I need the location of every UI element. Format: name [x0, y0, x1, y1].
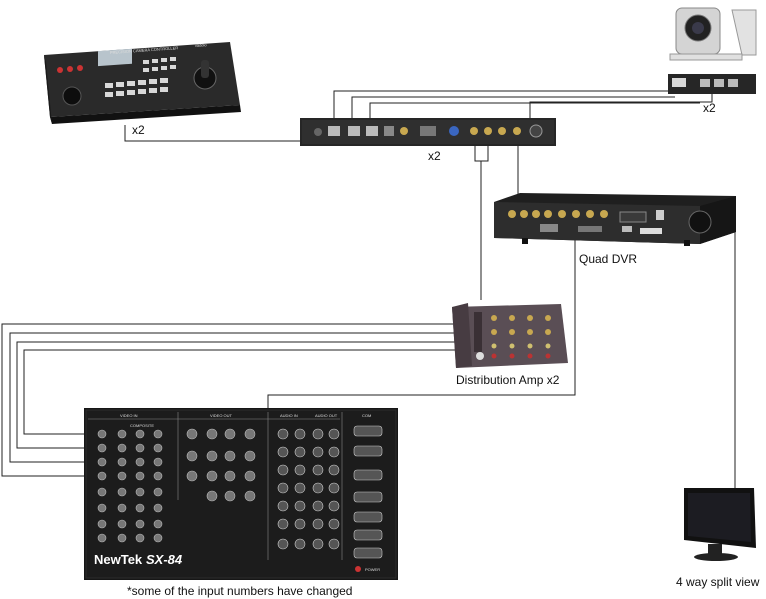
dvr-bnc-connectors [508, 210, 608, 218]
distamp-connectors [491, 315, 551, 335]
wire-dvr-switcher [267, 236, 576, 410]
video-out-connectors [186, 428, 256, 502]
footnote: *some of the input numbers have changed [127, 584, 352, 598]
camera-count: x2 [703, 101, 716, 115]
section-video-in: VIDEO IN [120, 413, 138, 418]
camera-controller: PRECISION CAMERA CONTROLLER vaddio [44, 42, 241, 124]
monitor [684, 488, 756, 561]
wire-interface-camera-2 [351, 96, 675, 118]
dvr-fan-icon [688, 210, 712, 234]
controller-brand: vaddio [195, 42, 208, 48]
section-video-out: VIDEO OUT [210, 413, 233, 418]
camera-interface [300, 118, 556, 146]
switcher-model: SX-84 [146, 552, 183, 567]
power-indicator [355, 566, 361, 572]
wire-distamp-input-1 [1, 323, 455, 477]
wire-controller-interface [124, 125, 300, 142]
distribution-amp [452, 303, 568, 368]
section-audio-out: AUDIO OUT [315, 413, 338, 418]
controller-knob [62, 86, 82, 106]
wire-distamp-input-4 [23, 349, 455, 435]
quad-dvr-label: Quad DVR [579, 252, 637, 266]
interface-count: x2 [428, 149, 441, 163]
section-composite: COMPOSITE [130, 423, 154, 428]
wire-distamp-input-3 [16, 341, 455, 449]
wire-interface-camera-1 [333, 90, 670, 118]
wire-interface-camera-4 [529, 89, 713, 118]
monitor-label: 4 way split view [676, 575, 760, 589]
section-com: COM [362, 413, 371, 418]
switcher-panel: VIDEO IN COMPOSITE VIDEO OUT AUDIO IN AU… [84, 408, 398, 580]
wire-interface-camera-3 [369, 102, 700, 118]
com-ports [353, 425, 383, 559]
controller-count: x2 [132, 123, 145, 137]
switcher-brand: NewTek [94, 552, 143, 567]
wire-dvr-monitor [705, 231, 736, 488]
controller-buttons [105, 57, 176, 97]
controller-title: PRECISION CAMERA CONTROLLER [110, 45, 179, 55]
switcher-power: POWER [365, 567, 380, 572]
quad-dvr [494, 193, 736, 246]
wire-distamp-input-2 [9, 332, 455, 463]
ptz-camera [668, 7, 757, 94]
audio-connectors [277, 428, 340, 550]
distribution-amp-label: Distribution Amp x2 [456, 373, 560, 387]
section-audio-in: AUDIO IN [280, 413, 298, 418]
video-in-connectors [97, 429, 163, 543]
wire-interface-split [474, 146, 489, 162]
